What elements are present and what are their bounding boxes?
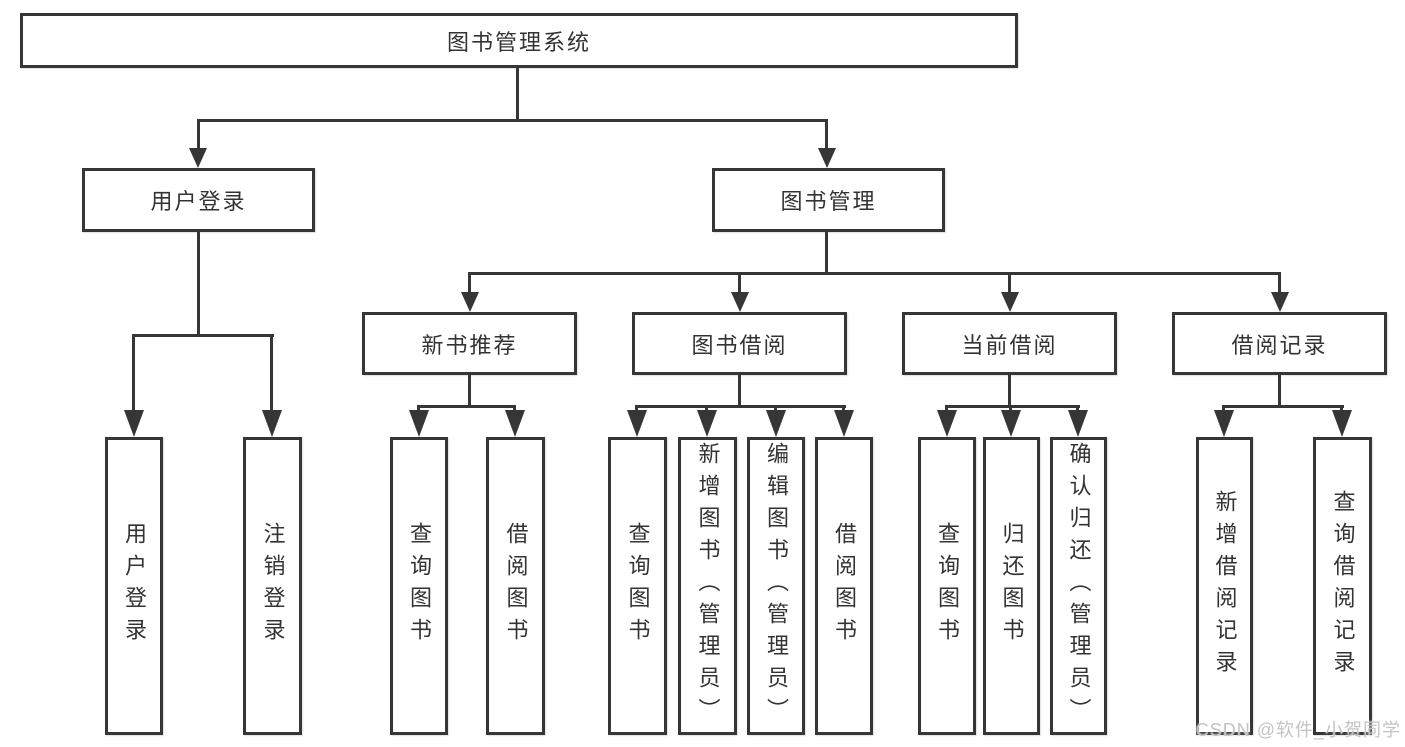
node-label-new-book-recommend: 新书推荐 (421, 332, 518, 358)
node-label-book-management: 图书管理 (780, 189, 877, 214)
connector-line (825, 119, 828, 152)
connector-line (1340, 405, 1343, 413)
connector-line (516, 66, 519, 121)
connector-line (197, 119, 828, 122)
arrowhead-down-icon (262, 410, 282, 437)
arrowhead-down-icon (834, 410, 854, 437)
arrowhead-down-icon (1001, 410, 1021, 437)
arrowhead-down-icon (189, 148, 207, 168)
connector-line (417, 405, 516, 408)
node-book-borrow: 图书借阅 (632, 312, 847, 375)
leaf-query-borrow-record: 查询借阅记录 (1313, 437, 1372, 735)
connector-line (635, 405, 638, 413)
leaf-return-books: 归还图书 (983, 437, 1040, 735)
leaf-label: 查询图书 (935, 522, 960, 650)
arrowhead-down-icon (461, 292, 479, 312)
connector-line (705, 405, 708, 413)
node-book-management: 图书管理 (712, 168, 945, 232)
connector-line (825, 232, 828, 274)
arrowhead-down-icon (766, 410, 786, 437)
leaf-label: 查询图书 (407, 522, 432, 650)
leaf-user-login: 用户登录 (105, 437, 163, 735)
arrowhead-down-icon (1332, 410, 1352, 437)
leaf-label: 新增图书（管理员） (695, 442, 721, 730)
connector-line (1076, 405, 1079, 413)
leaf-label: 注销登录 (260, 522, 286, 650)
leaf-label: 查询借阅记录 (1330, 490, 1356, 682)
leaf-label: 确认归还（管理员） (1066, 442, 1092, 730)
connector-line (774, 405, 777, 413)
connector-line (1278, 375, 1281, 407)
arrowhead-down-icon (1068, 410, 1088, 437)
connector-line (1008, 375, 1011, 407)
arrowhead-down-icon (818, 148, 836, 168)
connector-line (197, 232, 200, 336)
connector-line (635, 405, 846, 408)
leaf-label: 借阅图书 (503, 522, 529, 650)
arrowhead-down-icon (937, 410, 957, 437)
connector-line (842, 405, 845, 413)
connector-line (270, 334, 273, 412)
connector-line (468, 272, 1281, 275)
arrowhead-down-icon (124, 410, 144, 437)
leaf-query-books-current: 查询图书 (918, 437, 976, 735)
node-borrow-records: 借阅记录 (1172, 312, 1387, 375)
connector-line (1278, 272, 1281, 294)
connector-line (1009, 405, 1012, 413)
arrowhead-down-icon (1271, 292, 1289, 312)
leaf-edit-books-admin: 编辑图书（管理员） (747, 437, 805, 735)
leaf-borrow-books-recommend: 借阅图书 (486, 437, 545, 735)
leaf-label: 用户登录 (122, 522, 147, 650)
connector-line (1222, 405, 1225, 413)
connector-line (1008, 272, 1011, 294)
leaf-query-books-recommend: 查询图书 (390, 437, 448, 735)
node-library-management-system: 图书管理系统 (20, 13, 1018, 68)
csdn-watermark: CSDN @软件_小贺同学 (1195, 720, 1401, 740)
node-user-login: 用户登录 (82, 168, 315, 232)
node-label-current-borrow: 当前借阅 (961, 332, 1058, 358)
connector-line (945, 405, 948, 413)
connector-line (132, 334, 274, 337)
leaf-label: 新增借阅记录 (1212, 490, 1238, 682)
node-new-book-recommend: 新书推荐 (362, 312, 577, 375)
node-label-borrow-records: 借阅记录 (1231, 332, 1328, 358)
arrowhead-down-icon (731, 292, 749, 312)
connector-line (945, 405, 1080, 408)
leaf-add-borrow-record: 新增借阅记录 (1196, 437, 1253, 735)
connector-line (417, 405, 420, 413)
leaf-logout: 注销登录 (243, 437, 302, 735)
connector-line (468, 272, 471, 294)
connector-line (468, 375, 471, 407)
connector-line (197, 119, 200, 152)
arrowhead-down-icon (409, 410, 429, 437)
leaf-query-books: 查询图书 (608, 437, 667, 735)
node-label-root: 图书管理系统 (446, 29, 591, 55)
node-label-book-borrow: 图书借阅 (691, 332, 788, 358)
connector-line (738, 375, 741, 407)
leaf-confirm-return-admin: 确认归还（管理员） (1050, 437, 1107, 735)
leaf-label: 查询图书 (625, 522, 651, 650)
leaf-label: 借阅图书 (832, 522, 857, 650)
leaf-label: 归还图书 (999, 522, 1025, 650)
arrowhead-down-icon (1001, 292, 1019, 312)
arrowhead-down-icon (627, 410, 647, 437)
node-current-borrow: 当前借阅 (902, 312, 1117, 375)
connector-line (513, 405, 516, 413)
leaf-label: 编辑图书（管理员） (764, 442, 789, 730)
node-label-user-login: 用户登录 (150, 189, 247, 214)
leaf-borrow-books: 借阅图书 (815, 437, 873, 735)
connector-line (738, 272, 741, 294)
arrowhead-down-icon (1214, 410, 1234, 437)
connector-line (1222, 405, 1344, 408)
leaf-add-books-admin: 新增图书（管理员） (678, 437, 737, 735)
arrowhead-down-icon (697, 410, 717, 437)
arrowhead-down-icon (505, 410, 525, 437)
connector-line (132, 334, 135, 412)
